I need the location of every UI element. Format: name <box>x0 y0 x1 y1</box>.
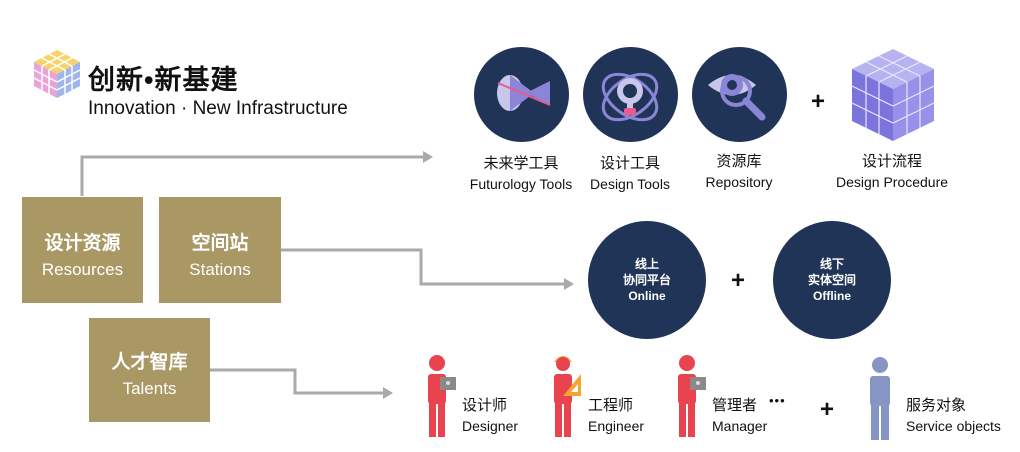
engineer-cn: 工程师 <box>588 397 634 414</box>
design-procedure-en: Design Procedure <box>835 174 949 190</box>
designer-en: Designer <box>462 418 519 434</box>
design-tools-circle <box>583 47 678 142</box>
plus-sign-platforms: + <box>731 267 746 294</box>
futurology-tools-label: 未来学工具 Futurology Tools <box>451 152 591 192</box>
manager-en: Manager <box>712 418 768 434</box>
offline-line1: 线下 <box>819 257 844 271</box>
offline-space-circle <box>773 221 891 339</box>
online-en: Online <box>628 289 666 303</box>
futurology-tools-circle <box>474 47 569 142</box>
design-procedure-cube-icon <box>851 49 935 141</box>
talents-label-en: Talents <box>122 379 177 398</box>
more-ellipsis: ••• <box>769 393 786 408</box>
talents-box: 人才智库 Talents <box>89 318 210 422</box>
engineer-label: 工程师 Engineer <box>588 394 644 434</box>
repository-en: Repository <box>705 174 773 190</box>
repository-circle <box>692 47 787 142</box>
online-line2: 协同平台 <box>622 273 671 287</box>
designer-person-icon <box>428 355 456 437</box>
manager-cn: 管理者 <box>712 397 758 414</box>
offline-line2: 实体空间 <box>807 273 856 287</box>
resources-box: 设计资源 Resources <box>22 197 143 303</box>
design-tools-label: 设计工具 Design Tools <box>560 152 700 192</box>
logo-cube-icon <box>33 50 81 98</box>
page-title: 创新•新基建 <box>88 65 239 95</box>
offline-en: Offline <box>813 289 851 303</box>
repository-cn: 资源库 <box>716 153 762 170</box>
resources-label-en: Resources <box>41 260 124 279</box>
design-tools-icon <box>601 72 659 122</box>
manager-label: 管理者 Manager <box>712 394 767 434</box>
service-objects-cn: 服务对象 <box>906 397 967 414</box>
online-platform-circle <box>588 221 706 339</box>
repository-icon <box>708 74 766 121</box>
design-tools-cn: 设计工具 <box>599 155 660 172</box>
design-procedure-cn: 设计流程 <box>861 153 922 170</box>
designer-label: 设计师 Designer <box>462 394 518 434</box>
futurology-icon <box>497 75 551 111</box>
design-procedure-label: 设计流程 Design Procedure <box>822 150 962 190</box>
service-objects-label: 服务对象 Service objects <box>906 394 1001 434</box>
stations-label-cn: 空间站 <box>191 233 249 254</box>
offline-space-label: 线下 实体空间 Offline <box>773 256 891 304</box>
page-subtitle: Innovation · New Infrastructure <box>88 98 348 119</box>
service-object-person-icon <box>870 357 890 440</box>
talents-label-cn: 人才智库 <box>111 352 188 373</box>
design-tools-en: Design Tools <box>590 176 670 192</box>
online-platform-label: 线上 协同平台 Online <box>588 256 706 304</box>
futurology-tools-cn: 未来学工具 <box>483 155 559 172</box>
engineer-person-icon <box>554 356 581 437</box>
stations-box: 空间站 Stations <box>159 197 281 303</box>
resources-label-cn: 设计资源 <box>44 233 121 254</box>
stations-label-en: Stations <box>189 260 251 279</box>
engineer-en: Engineer <box>588 418 645 434</box>
repository-label: 资源库 Repository <box>669 150 809 190</box>
manager-person-icon <box>678 355 706 437</box>
plus-sign-people: + <box>820 396 835 423</box>
futurology-tools-en: Futurology Tools <box>469 176 573 192</box>
online-line1: 线上 <box>634 257 659 271</box>
designer-cn: 设计师 <box>462 397 508 414</box>
service-objects-en: Service objects <box>906 418 1001 434</box>
plus-sign-tools: + <box>811 88 826 115</box>
